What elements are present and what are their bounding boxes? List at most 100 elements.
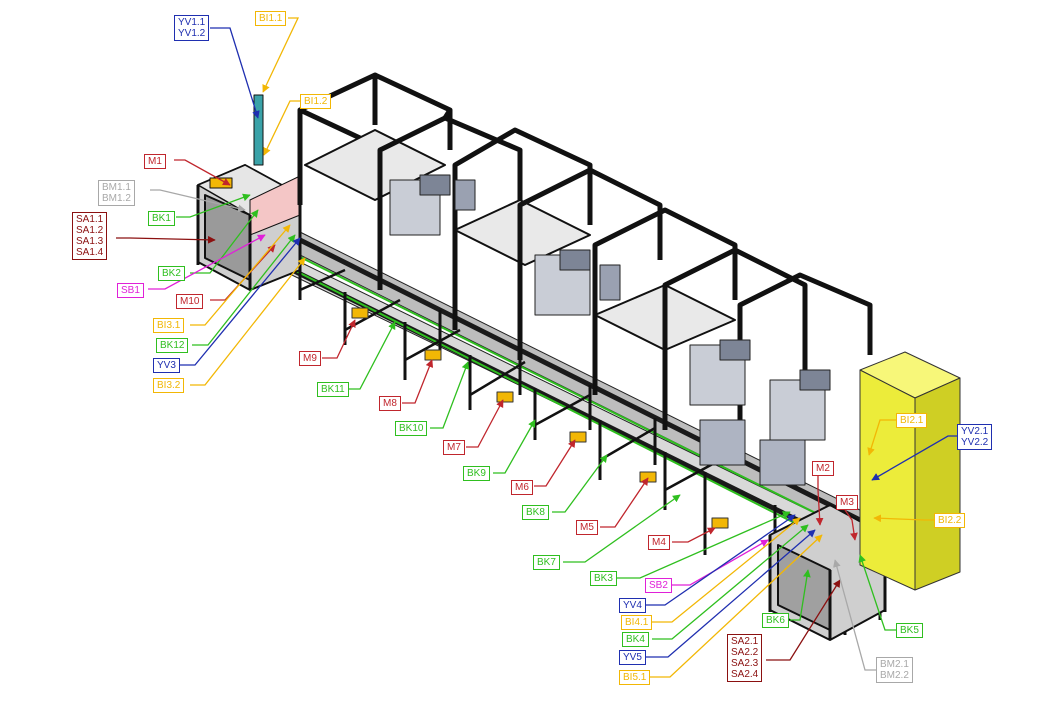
label-line: SB1 <box>121 285 140 296</box>
label-bk10: BK10 <box>395 421 428 436</box>
label-m9: M9 <box>299 351 321 366</box>
label-sb1: SB1 <box>117 283 144 298</box>
label-line: YV1.2 <box>178 28 206 39</box>
label-line: YV4 <box>623 600 642 611</box>
label-line: SA2.4 <box>731 669 759 680</box>
leader-bk8 <box>552 454 608 513</box>
label-line: BM1.1 <box>102 182 131 193</box>
label-bk4: BK4 <box>622 632 649 647</box>
label-line: BK8 <box>526 507 545 518</box>
label-line: BK1 <box>152 213 171 224</box>
leader-m2 <box>815 476 824 526</box>
label-line: YV3 <box>157 360 176 371</box>
label-line: SB2 <box>649 580 668 591</box>
label-line: SA1.3 <box>76 236 104 247</box>
leader-bk11 <box>348 321 396 390</box>
leader-sa1 <box>116 235 216 244</box>
label-bi41: BI4.1 <box>621 615 653 630</box>
label-bi11: BI1.1 <box>255 11 287 26</box>
label-line: SA2.1 <box>731 636 759 647</box>
label-line: SA2.2 <box>731 647 759 658</box>
label-bi21: BI2.1 <box>896 413 928 428</box>
label-m1: M1 <box>144 154 166 169</box>
leader-m9 <box>322 319 356 359</box>
leader-sb1 <box>148 234 266 290</box>
label-line: BK3 <box>594 573 613 584</box>
label-line: M8 <box>383 398 397 409</box>
label-line: BK7 <box>537 557 556 568</box>
left-station <box>196 94 302 291</box>
leader-bk10 <box>430 361 470 429</box>
label-line: BI2.1 <box>900 415 924 426</box>
label-line: M7 <box>447 442 461 453</box>
label-line: M3 <box>840 497 854 508</box>
leader-bk3 <box>617 511 791 579</box>
leader-bk5 <box>858 554 898 631</box>
label-bk9: BK9 <box>463 466 490 481</box>
leader-bk1 <box>176 193 251 218</box>
leader-sa2 <box>766 579 841 661</box>
label-bk5: BK5 <box>896 623 923 638</box>
leader-bi41 <box>652 517 801 623</box>
label-line: BK9 <box>467 468 486 479</box>
workstation-equipment <box>389 174 831 486</box>
label-line: M1 <box>148 156 162 167</box>
label-m8: M8 <box>379 396 401 411</box>
label-line: BI3.1 <box>157 320 181 331</box>
label-line: YV5 <box>623 652 642 663</box>
label-line: BI2.2 <box>938 515 962 526</box>
leader-bk2 <box>190 209 259 274</box>
label-line: BK5 <box>900 625 919 636</box>
leader-bk12 <box>192 234 296 346</box>
leader-m10 <box>210 244 276 301</box>
label-line: BM1.2 <box>102 193 131 204</box>
leader-bk9 <box>493 419 536 474</box>
label-bk6: BK6 <box>762 613 789 628</box>
leader-m1 <box>174 159 231 186</box>
leader-yv3 <box>178 237 301 366</box>
label-bk11: BK11 <box>317 382 349 397</box>
leader-m6 <box>534 439 576 487</box>
label-line: BI3.2 <box>157 380 181 391</box>
leader-bi22 <box>873 514 936 523</box>
label-line: BK11 <box>321 384 345 395</box>
label-yv5: YV5 <box>619 650 646 665</box>
label-line: YV1.1 <box>178 17 206 28</box>
leader-bi32 <box>190 257 306 386</box>
leader-bk6 <box>790 569 811 621</box>
label-line: M6 <box>515 482 529 493</box>
label-bk7: BK7 <box>533 555 560 570</box>
leader-bi51 <box>650 534 823 678</box>
label-line: SA1.1 <box>76 214 104 225</box>
label-line: M9 <box>303 353 317 364</box>
label-m2: M2 <box>812 461 834 476</box>
label-line: SA1.2 <box>76 225 104 236</box>
label-line: BK6 <box>766 615 785 626</box>
label-m10: M10 <box>176 294 204 309</box>
leader-bm1 <box>150 189 246 213</box>
label-m4: M4 <box>648 535 670 550</box>
label-bk8: BK8 <box>522 505 549 520</box>
label-yv3: YV3 <box>153 358 180 373</box>
leader-bm2 <box>833 559 878 671</box>
leader-m3 <box>844 509 858 541</box>
leader-m5 <box>600 477 649 528</box>
label-line: YV2.1 <box>961 426 989 437</box>
label-line: BK12 <box>160 340 185 351</box>
label-bi12: BI1.2 <box>300 94 332 109</box>
label-m7: M7 <box>443 440 465 455</box>
leader-bi11 <box>262 17 300 93</box>
leader-yv1 <box>210 27 260 119</box>
label-line: BI4.1 <box>625 617 649 628</box>
label-line: BK2 <box>162 268 181 279</box>
leader-bi21 <box>867 419 898 456</box>
label-yv4: YV4 <box>619 598 646 613</box>
conveyor-base <box>264 231 882 635</box>
